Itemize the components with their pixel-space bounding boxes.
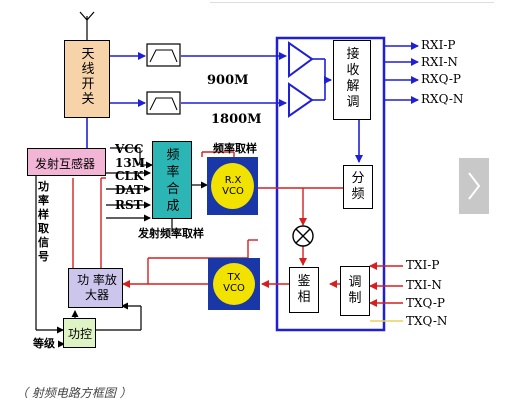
- in-txi-n: TXI-N: [406, 278, 442, 292]
- antenna-icon: [79, 11, 95, 40]
- freq-synth-block: 频率合成: [152, 141, 192, 219]
- vcc-label: VCC: [115, 142, 144, 156]
- rst-label: RST: [115, 198, 143, 212]
- clk-label: CLK: [115, 169, 144, 183]
- tx-vco-block: TX VCO: [208, 258, 260, 310]
- lna-900-icon: [288, 41, 314, 78]
- power-amp-label: 功 率放大器: [77, 273, 117, 302]
- freq-synth-label: 频率合成: [166, 148, 180, 214]
- dat-label: DAT: [115, 183, 143, 197]
- antenna-switch-label: 天线开关: [81, 47, 95, 107]
- mod-label: 调制: [348, 275, 362, 306]
- antenna-switch-block: 天线开关: [64, 40, 110, 118]
- freq-sample-label: 频率取样: [213, 142, 257, 155]
- level-label: 等级: [33, 337, 55, 350]
- next-page-button[interactable]: [459, 158, 489, 214]
- clk13m-label: 13M: [115, 156, 145, 170]
- out-rxq-n: RXQ-N: [421, 92, 464, 106]
- tx-vco-label: TX VCO: [223, 272, 245, 294]
- divider-block: 分频: [343, 165, 373, 209]
- figure-caption: （ 射频电路方框图 ）: [16, 386, 132, 400]
- divider-label: 分频: [351, 171, 365, 202]
- top-divider: [210, 0, 494, 3]
- mixer-icon: [292, 225, 314, 247]
- in-txi-p: TXI-P: [406, 258, 440, 272]
- demod-block: 接收解调: [333, 40, 371, 120]
- out-rxi-n: RXI-N: [421, 55, 458, 69]
- filter-900-icon: [146, 43, 181, 67]
- lna-1800-icon: [288, 82, 314, 118]
- phase-det-label: 鉴相: [297, 274, 311, 305]
- out-rxi-p: RXI-P: [421, 38, 456, 52]
- mod-block: 调制: [340, 266, 370, 316]
- demod-label: 接收解调: [346, 47, 360, 110]
- power-ctrl-label: 功控: [68, 327, 93, 341]
- band-900-label: 900M: [207, 73, 249, 88]
- in-txq-p: TXQ-P: [406, 296, 445, 310]
- filter-1800-icon: [146, 91, 181, 115]
- tx-coupler-label: 发射互感器: [35, 157, 96, 171]
- power-ctrl-block: 功控: [63, 318, 96, 348]
- in-txq-n: TXQ-N: [406, 314, 448, 328]
- rx-vco-block: R.X VCO: [207, 157, 258, 215]
- tx-coupler-block: 发射互感器: [27, 148, 106, 176]
- power-amp-block: 功 率放大器: [68, 268, 123, 308]
- band-1800-label: 1800M: [211, 112, 262, 127]
- tx-freq-sample-label: 发射频率取样: [138, 227, 204, 240]
- transceiver-chip-border: [275, 36, 386, 332]
- out-rxq-p: RXQ-P: [421, 72, 461, 86]
- phase-det-block: 鉴相: [289, 267, 319, 313]
- power-sample-label: 功率样取信号: [38, 180, 49, 263]
- chevron-right-icon: [468, 172, 481, 200]
- rx-vco-label: R.X VCO: [222, 175, 244, 197]
